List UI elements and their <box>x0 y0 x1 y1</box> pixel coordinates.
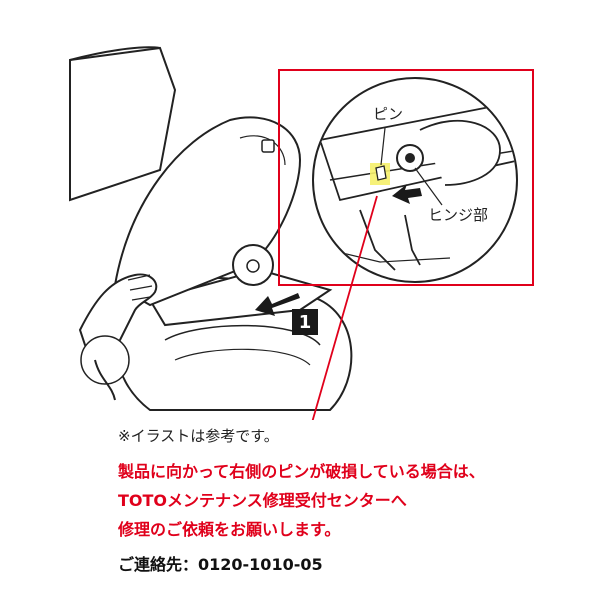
illustration-note: ※イラストは参考です。 <box>118 427 279 445</box>
warning-line-1: 製品に向かって右側のピンが破損している場合は、 <box>118 462 485 481</box>
step-number-badge: 1 <box>292 309 318 335</box>
callout-frame <box>278 69 534 286</box>
contact-number: ご連絡先：0120-1010-05 <box>118 555 323 574</box>
toilet-seat-removal-illustration <box>69 46 534 420</box>
red-pointer-line <box>311 195 378 420</box>
warning-line-2: TOTOメンテナンス修理受付センターへ <box>118 491 407 510</box>
warning-line-3: 修理のご依頼をお願いします。 <box>118 520 341 539</box>
pin-label: ピン <box>373 105 404 123</box>
zoom-slide-arrow <box>392 184 422 204</box>
toilet-tank <box>69 46 177 202</box>
slide-arrow <box>255 293 300 316</box>
hinge-label: ヒンジ部 <box>428 206 489 224</box>
